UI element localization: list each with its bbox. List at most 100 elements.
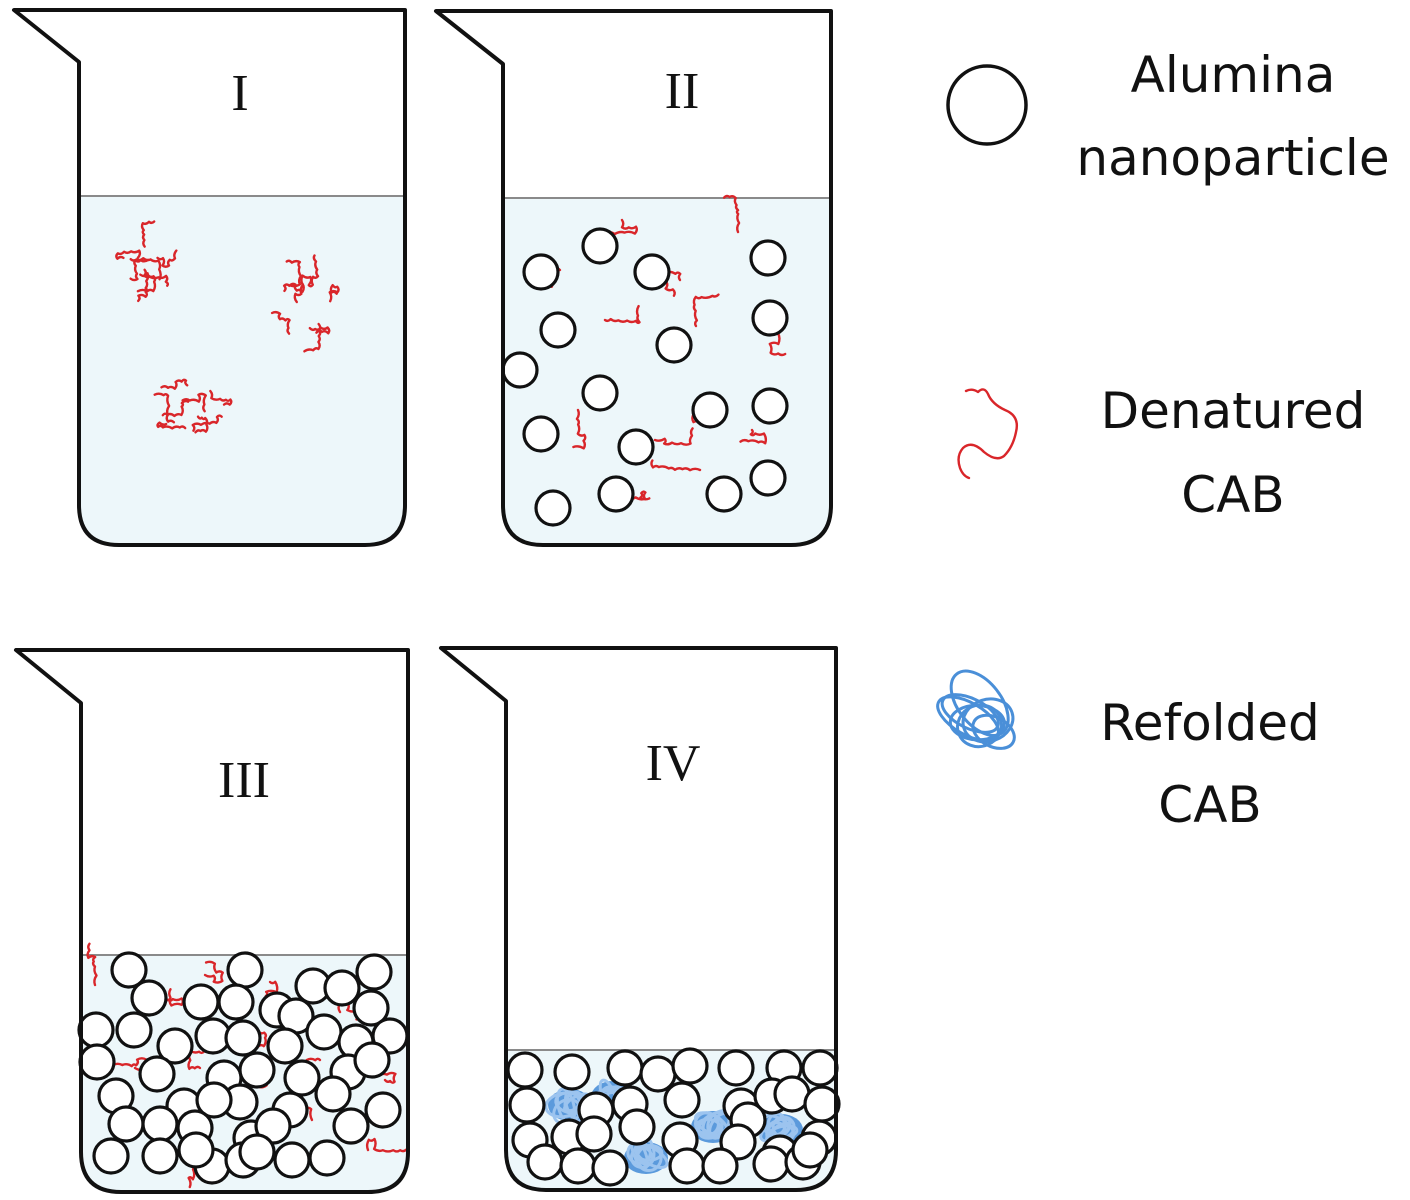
alumina-nanoparticle [559, 1147, 597, 1185]
legend-label-line1: Denatured [1101, 382, 1366, 440]
denatured-cab-chain [115, 249, 142, 260]
alumina-nanoparticle [353, 1041, 391, 1079]
denatured-cab-chain [191, 414, 223, 432]
denatured-cab-chain [308, 326, 331, 335]
legend-label-line2: nanoparticle [1076, 129, 1389, 187]
denatured-cab-chain [181, 392, 207, 413]
alumina-nanoparticle [364, 1091, 402, 1129]
legend-item-alumina-nanoparticle: Alumina nanoparticle [946, 46, 1390, 187]
alumina-nanoparticle [553, 1053, 591, 1091]
red-chain-icon [957, 388, 1019, 480]
alumina-nanoparticle [671, 1047, 709, 1085]
alumina-nanoparticle [581, 374, 619, 412]
beaker-contents [115, 220, 340, 434]
legend-item-refolded-cab: Refolded CAB [936, 669, 1320, 834]
alumina-nanoparticle [506, 1051, 544, 1089]
denatured-cab-chain [156, 249, 178, 268]
alumina-nanoparticle [749, 459, 787, 497]
denatured-cab-chain [153, 392, 176, 424]
refolded-cab-loop [940, 693, 1000, 734]
alumina-nanoparticle [749, 239, 787, 277]
alumina-nanoparticle [751, 299, 789, 337]
legend-label-line2: CAB [1181, 466, 1284, 524]
alumina-nanoparticle [705, 475, 743, 513]
denatured-cab-chain [209, 389, 233, 406]
denatured-cab-chain [136, 273, 157, 293]
refolded-cab-coil [936, 669, 1016, 750]
alumina-nanoparticle [508, 1086, 546, 1124]
alumina-nanoparticle [597, 475, 635, 513]
denatured-cab-chain [653, 427, 694, 446]
alumina-nanoparticle [591, 1149, 629, 1187]
refolded-cab-loop [956, 703, 1004, 749]
alumina-nanoparticle [156, 1027, 194, 1065]
denatured-cab-chain [603, 304, 641, 325]
refolded-cab-loop [949, 669, 1010, 737]
alumina-nanoparticle [195, 1081, 233, 1119]
denatured-cab-chain [650, 459, 702, 472]
denatured-cab-chain [285, 259, 303, 288]
alumina-nanoparticle [751, 387, 789, 425]
alumina-nanoparticle [266, 1027, 304, 1065]
denatured-cab-chain [282, 282, 305, 293]
beaker-ii: II [434, 9, 833, 547]
denatured-cab-chain [722, 194, 741, 234]
alumina-nanoparticle [803, 1085, 841, 1123]
alumina-nanoparticle [182, 983, 220, 1021]
denatured-cab-chain [604, 218, 638, 236]
denatured-cab-chain [86, 942, 98, 987]
alumina-nanoparticle [92, 1137, 130, 1175]
alumina-nanoparticle [526, 1143, 564, 1181]
alumina-nanoparticle [752, 1145, 790, 1183]
alumina-nanoparticle [273, 1141, 311, 1179]
alumina-nanoparticle [308, 1139, 346, 1177]
alumina-nanoparticle [655, 326, 693, 364]
alumina-nanoparticle [717, 1049, 755, 1087]
alumina-nanoparticle [314, 1075, 352, 1113]
beaker-label: III [218, 752, 270, 809]
alumina-nanoparticle [115, 1011, 153, 1049]
beaker-label: IV [646, 735, 701, 792]
alumina-nanoparticle [141, 1137, 179, 1175]
alumina-nanoparticle [501, 351, 539, 389]
beaker-label: II [665, 63, 700, 120]
beaker-outline [14, 648, 410, 1194]
denatured-cab-aggregate [115, 220, 178, 303]
alumina-nanoparticle [224, 1019, 262, 1057]
denatured-cab-chain [365, 1137, 408, 1153]
legend-item-denatured-cab: Denatured CAB [957, 382, 1366, 524]
beaker-iii: III [14, 648, 410, 1194]
beaker-contents [501, 194, 789, 527]
alumina-nanoparticle [791, 1131, 829, 1169]
denatured-cab-chain [160, 378, 189, 390]
beaker-contents [77, 942, 409, 1189]
beaker-label: I [231, 65, 248, 122]
beaker-outline [439, 646, 838, 1192]
alumina-nanoparticle [522, 415, 560, 453]
beaker-i: I [12, 8, 407, 547]
alumina-nanoparticle [238, 1051, 276, 1089]
alumina-nanoparticle [581, 227, 619, 265]
denatured-cab-chain [137, 272, 150, 303]
legend: Alumina nanoparticle Denatured CAB Refol… [936, 46, 1390, 834]
alumina-nanoparticle [141, 1105, 179, 1143]
denatured-cab-chain [692, 293, 720, 328]
alumina-nanoparticle [522, 253, 560, 291]
alumina-nanoparticle [617, 428, 655, 466]
alumina-nanoparticle [701, 1147, 739, 1185]
legend-label-line1: Refolded [1100, 694, 1320, 752]
beaker-outline [434, 9, 833, 547]
legend-label-line1: Alumina [1131, 46, 1336, 104]
liquid [503, 198, 831, 545]
alumina-nanoparticle [801, 1049, 839, 1087]
alumina-nanoparticle [606, 1049, 644, 1087]
denatured-cab-chain [739, 428, 768, 445]
alumina-nanoparticle [663, 1081, 701, 1119]
legend-label-line2: CAB [1158, 776, 1261, 834]
alumina-nanoparticle [138, 1055, 176, 1093]
alumina-nanoparticle [323, 969, 361, 1007]
beaker-iv: IV [439, 646, 841, 1192]
alumina-nanoparticle [217, 983, 255, 1021]
alumina-nanoparticle [355, 953, 393, 991]
